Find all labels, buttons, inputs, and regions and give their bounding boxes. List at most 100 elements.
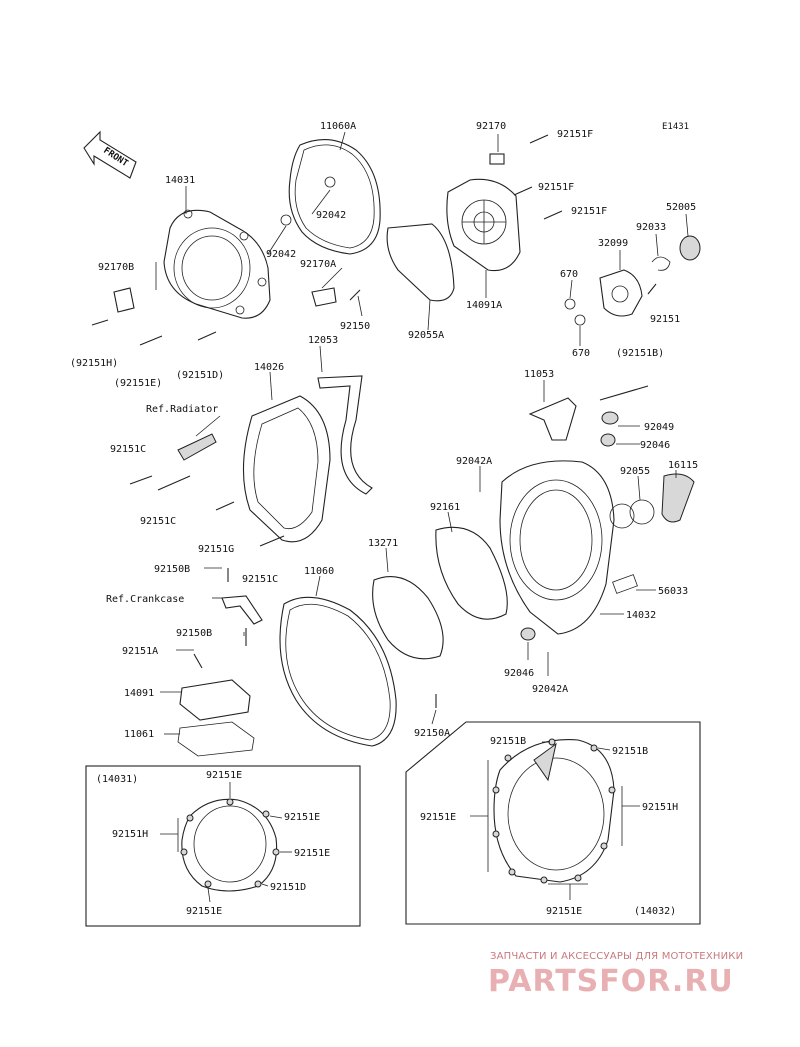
part-label: 32099 bbox=[598, 238, 628, 249]
diagram-code: E1431 bbox=[662, 122, 689, 132]
guide-12053 bbox=[317, 375, 373, 495]
part-label: 14091 bbox=[124, 688, 154, 699]
part-label: 92150A bbox=[414, 728, 450, 739]
part-label: (92151H) bbox=[70, 358, 118, 369]
radiator-bracket bbox=[177, 433, 217, 461]
part-label: 92151F bbox=[571, 206, 607, 217]
part-label: 92042 bbox=[316, 210, 346, 221]
part-label: 92151G bbox=[198, 544, 234, 555]
cover-14026 bbox=[242, 395, 331, 543]
inset-title: (14032) bbox=[634, 906, 676, 917]
part-label: 92170B bbox=[98, 262, 134, 273]
inset-label: 92151E bbox=[206, 770, 242, 781]
clutch-cover-14032 bbox=[499, 460, 635, 635]
part-label: 92161 bbox=[430, 502, 460, 513]
part-label: 92049 bbox=[644, 422, 674, 433]
part-label: 14026 bbox=[254, 362, 284, 373]
part-label: 56033 bbox=[658, 586, 688, 597]
part-label: 11061 bbox=[124, 729, 154, 740]
part-label: 92151C bbox=[242, 574, 278, 585]
dowel-92042-upper bbox=[324, 176, 336, 188]
cap-16115 bbox=[661, 473, 695, 523]
part-label: 14032 bbox=[626, 610, 656, 621]
bracket-11053 bbox=[528, 397, 577, 441]
part-label: Ref.Crankcase bbox=[106, 594, 184, 605]
crankcase-bracket bbox=[221, 595, 263, 625]
part-label: 92150B bbox=[176, 628, 212, 639]
clamp-92170a bbox=[311, 287, 337, 307]
part-labels: 11060A 92170 92151F 14031 92042 92151F 9… bbox=[70, 121, 698, 740]
part-label: (92151E) bbox=[114, 378, 162, 389]
part-label: 92151A bbox=[122, 646, 158, 657]
gasket-11061 bbox=[177, 721, 255, 757]
oring-670-upper bbox=[564, 298, 576, 310]
plate-13271 bbox=[372, 576, 444, 660]
oring-92055 bbox=[629, 499, 655, 525]
inset-title: (14031) bbox=[96, 774, 138, 785]
part-label: 92055 bbox=[620, 466, 650, 477]
part-label: 92151C bbox=[110, 444, 146, 455]
part-label: 92151 bbox=[650, 314, 680, 325]
part-label: 670 bbox=[572, 348, 590, 359]
part-label: Ref.Radiator bbox=[146, 404, 218, 415]
gasket-11060a bbox=[288, 139, 381, 255]
part-label: 92033 bbox=[636, 222, 666, 233]
circlip-92033 bbox=[651, 256, 671, 271]
part-label: 11053 bbox=[524, 369, 554, 380]
clamp-92170b bbox=[113, 287, 135, 313]
part-label: (92151D) bbox=[176, 370, 224, 381]
part-label: 92046 bbox=[640, 440, 670, 451]
part-label: 92046 bbox=[504, 668, 534, 679]
cap-14091 bbox=[179, 679, 251, 721]
inset-label: 92151E bbox=[294, 848, 330, 859]
clamp-92170 bbox=[489, 153, 505, 165]
inset-label: 92151D bbox=[270, 882, 306, 893]
front-arrow: FRONT bbox=[83, 130, 137, 179]
part-label: 11060A bbox=[320, 121, 356, 132]
part-label: 92150B bbox=[154, 564, 190, 575]
inset-14031: (14031) 92151E 92151E 92151H 92151E 9215… bbox=[85, 765, 361, 927]
part-label: (92151B) bbox=[616, 348, 664, 359]
watermark-subtitle: ЗАПЧАСТИ И АКСЕССУАРЫ ДЛЯ МОТОТЕХНИКИ bbox=[490, 951, 744, 962]
seal-52005 bbox=[679, 235, 701, 261]
inset-label: 92151B bbox=[490, 736, 526, 747]
generator-cover-14031 bbox=[163, 209, 271, 319]
watermark-logo: PARTSFOR.RU bbox=[488, 964, 734, 999]
part-label: 92170 bbox=[476, 121, 506, 132]
inset-label: 92151H bbox=[112, 829, 148, 840]
leader-lines bbox=[155, 131, 689, 735]
inset-14032: (14032) 92151B 92151B 92151E 92151H 9215… bbox=[405, 721, 701, 925]
dowel-92042-lower bbox=[280, 214, 292, 226]
part-label: 92151F bbox=[538, 182, 574, 193]
bolts bbox=[91, 134, 657, 708]
inset-label: 92151H bbox=[642, 802, 678, 813]
part-label: 14031 bbox=[165, 175, 195, 186]
label-56033 bbox=[612, 574, 638, 594]
pump-32099 bbox=[599, 269, 643, 317]
part-label: 16115 bbox=[668, 460, 698, 471]
inset-label: 92151B bbox=[612, 746, 648, 757]
part-label: 92150 bbox=[340, 321, 370, 332]
plate-92161 bbox=[435, 526, 508, 620]
inset-label: 92151E bbox=[284, 812, 320, 823]
part-label: 11060 bbox=[304, 566, 334, 577]
seal-92049 bbox=[601, 411, 619, 425]
gasket-92055a bbox=[386, 223, 455, 302]
part-label: 13271 bbox=[368, 538, 398, 549]
inset-label: 92151E bbox=[186, 906, 222, 917]
part-label: 92042 bbox=[266, 249, 296, 260]
part-label: 92151C bbox=[140, 516, 176, 527]
part-label: 52005 bbox=[666, 202, 696, 213]
part-label: 92042A bbox=[456, 456, 492, 467]
inset-label: 92151E bbox=[420, 812, 456, 823]
cap-92046-upper bbox=[600, 433, 616, 447]
part-label: 12053 bbox=[308, 335, 338, 346]
gasket-11060 bbox=[279, 596, 397, 747]
cover-14091a bbox=[446, 178, 521, 272]
part-label: 14091A bbox=[466, 300, 502, 311]
cap-92046-lower bbox=[520, 627, 536, 641]
part-label: 670 bbox=[560, 269, 578, 280]
oring-670-lower bbox=[574, 314, 586, 326]
part-label: 92170A bbox=[300, 259, 336, 270]
